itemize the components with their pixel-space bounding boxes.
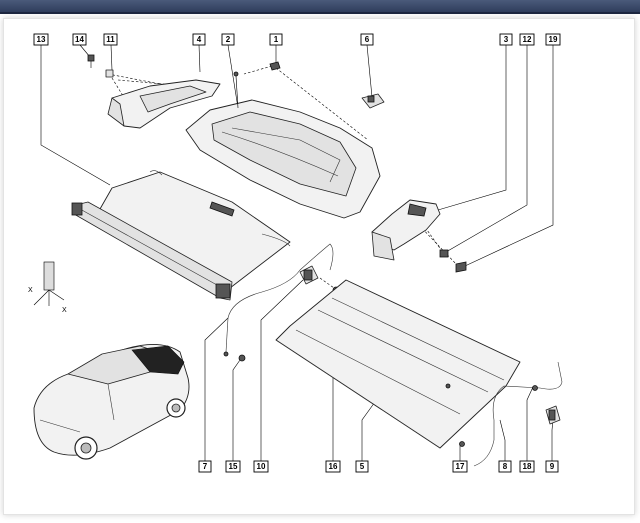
callout-13: 13 xyxy=(33,33,49,46)
svg-text:19: 19 xyxy=(549,35,558,44)
screw-19 xyxy=(455,261,467,273)
leader-lines xyxy=(40,44,554,461)
callout-11: 11 xyxy=(103,33,118,46)
callout-2: 2 xyxy=(221,33,235,46)
svg-text:10: 10 xyxy=(257,462,266,471)
svg-text:4: 4 xyxy=(197,35,202,44)
callout-7: 7 xyxy=(198,460,212,473)
rod-holder-10 xyxy=(299,265,319,285)
callout-12: 12 xyxy=(519,33,535,46)
side-bracket-left xyxy=(105,69,221,129)
clip-1 xyxy=(269,61,281,71)
svg-text:2: 2 xyxy=(226,35,231,44)
callout-10: 10 xyxy=(253,460,269,473)
svg-text:12: 12 xyxy=(523,35,532,44)
callout-8: 8 xyxy=(498,460,512,473)
callout-3: 3 xyxy=(499,33,513,46)
svg-text:7: 7 xyxy=(203,462,208,471)
svg-text:8: 8 xyxy=(503,462,508,471)
svg-text:5: 5 xyxy=(360,462,365,471)
svg-text:15: 15 xyxy=(229,462,238,471)
callout-17: 17 xyxy=(452,460,468,473)
boot-floor-panel xyxy=(275,279,521,449)
axis-label-x-left: X xyxy=(28,287,33,294)
callout-15: 15 xyxy=(225,460,241,473)
svg-text:18: 18 xyxy=(523,462,532,471)
callout-1: 1 xyxy=(269,33,283,46)
callout-9: 9 xyxy=(545,460,559,473)
callout-4: 4 xyxy=(192,33,206,46)
axis-label-x-right: X xyxy=(62,307,67,314)
holder-9 xyxy=(545,405,561,425)
screw-15 xyxy=(238,354,246,362)
luggage-cover-roller xyxy=(71,170,291,301)
callout-19: 19 xyxy=(545,33,561,46)
callout-5: 5 xyxy=(355,460,369,473)
screw-18 xyxy=(532,385,538,391)
svg-text:9: 9 xyxy=(550,462,555,471)
screw-17 xyxy=(459,441,465,447)
svg-text:17: 17 xyxy=(456,462,465,471)
screw-14 xyxy=(87,54,95,68)
svg-text:1: 1 xyxy=(274,35,279,44)
diagram-frame xyxy=(3,18,635,515)
callout-14: 14 xyxy=(72,33,87,46)
svg-text:16: 16 xyxy=(329,462,338,471)
vehicle-location-thumbnail xyxy=(33,344,190,460)
callout-16: 16 xyxy=(325,460,341,473)
parcel-shelf xyxy=(185,71,381,219)
svg-text:14: 14 xyxy=(75,35,84,44)
callout-18: 18 xyxy=(519,460,535,473)
callout-6: 6 xyxy=(360,33,374,46)
support-rod-left xyxy=(223,243,334,357)
svg-text:6: 6 xyxy=(365,35,370,44)
side-bracket-right xyxy=(371,199,449,261)
support-rod-right xyxy=(473,361,563,467)
svg-text:11: 11 xyxy=(106,35,115,44)
svg-text:13: 13 xyxy=(37,35,46,44)
clip-6 xyxy=(361,93,385,109)
window-title-bar xyxy=(0,0,640,14)
axis-orientation: X X xyxy=(28,261,67,314)
svg-text:3: 3 xyxy=(504,35,509,44)
